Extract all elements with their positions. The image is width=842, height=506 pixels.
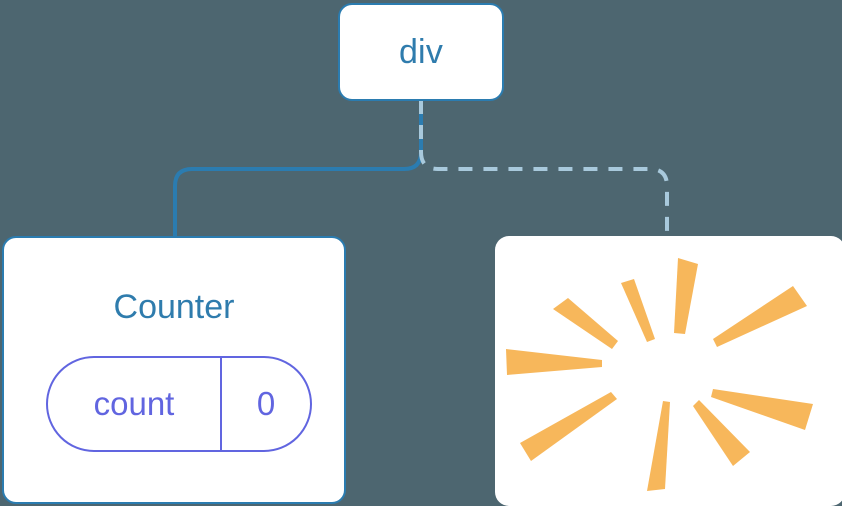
sparkle-ray [520,392,617,461]
sparkle-ray [711,389,813,430]
node-sparkle[interactable] [495,236,842,506]
edge-div-sparkle [419,100,669,240]
sparkle-ray [674,258,698,334]
sparkle-ray-group [506,258,813,491]
sparkle-burst-icon [506,258,813,491]
state-key-label: count [48,358,222,450]
node-div[interactable]: div [338,3,504,101]
sparkle-ray [506,349,602,375]
sparkle-ray [621,279,655,342]
sparkle-ray [553,298,618,349]
state-value-label: 0 [256,385,276,422]
sparkle-ray [713,286,807,347]
sparkle-ray [647,401,670,491]
state-pill[interactable]: count 0 [46,356,312,452]
sparkle-ray [693,400,750,466]
edge-div-counter [173,100,423,238]
node-div-label: div [398,33,444,71]
node-counter-label: Counter [113,288,235,326]
node-counter[interactable]: Counter count 0 [2,236,346,504]
